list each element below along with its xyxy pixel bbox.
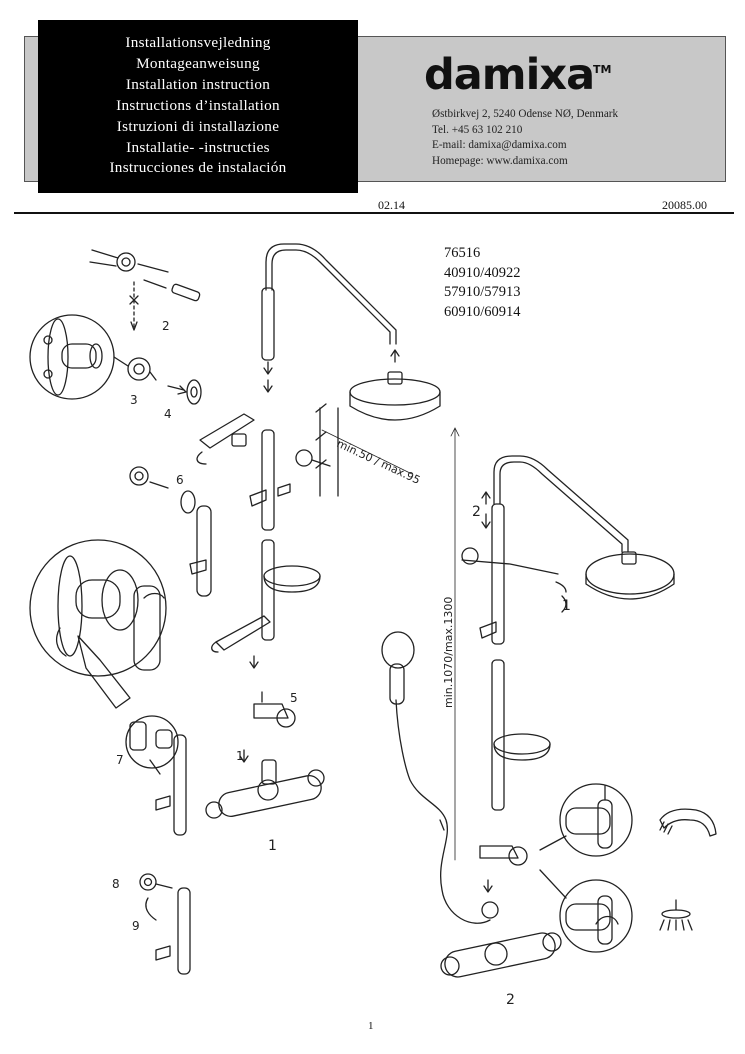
step-label: 9 bbox=[132, 919, 140, 933]
wall-thickness-dimension: min.50 / max.95 bbox=[335, 437, 422, 487]
overhead-shower-head-1 bbox=[349, 349, 441, 421]
step-label: 2 bbox=[162, 319, 170, 333]
date-code: 02.14 bbox=[378, 198, 405, 212]
height-dimension: min.1070/max.1300 bbox=[442, 597, 455, 708]
assembly-label: 2 bbox=[506, 992, 515, 1008]
page-number: 1 bbox=[368, 1020, 374, 1032]
title-line: Installation instruction bbox=[125, 75, 271, 93]
model-list: 76516 40910/40922 57910/57913 60910/6091… bbox=[444, 244, 521, 322]
step-label: 3 bbox=[130, 393, 138, 407]
header-rule bbox=[14, 212, 734, 214]
title-line: Montageanweisung bbox=[136, 54, 260, 72]
contact-homepage: Homepage: www.damixa.com bbox=[432, 154, 568, 167]
shower-column-1 bbox=[205, 243, 413, 819]
model-number: 60910/60914 bbox=[444, 303, 521, 320]
detail-circle-overhead-mode bbox=[539, 869, 633, 953]
step-label: 4 bbox=[164, 407, 172, 421]
wall-bracket-step-6 bbox=[129, 466, 212, 597]
detail-circle-handshower-mode bbox=[539, 783, 633, 857]
handshower-mode-icon bbox=[659, 808, 717, 837]
wall-bracket-step-2 bbox=[89, 249, 201, 331]
title-line: Instructions d’installation bbox=[116, 96, 280, 114]
title-line: Installationsvejledning bbox=[125, 34, 271, 51]
title-box: Installationsvejledning Montageanweisung… bbox=[38, 20, 358, 193]
contact-block: Østbirkvej 2, 5240 Odense NØ, Denmark Te… bbox=[432, 107, 618, 169]
brand-logo: damixa bbox=[424, 50, 595, 100]
contact-address: Østbirkvej 2, 5240 Odense NØ, Denmark bbox=[432, 108, 619, 120]
step-label: 2 bbox=[472, 504, 481, 520]
contact-phone: Tel. +45 63 102 210 bbox=[432, 123, 523, 136]
title-line: Installatie- -instructies bbox=[126, 138, 270, 156]
model-number: 57910/57913 bbox=[444, 284, 521, 300]
model-number: 40910/40922 bbox=[444, 264, 521, 281]
title-line: Instrucciones de instalación bbox=[109, 159, 287, 177]
overhead-shower-head-2 bbox=[585, 551, 675, 600]
detail-circle-tightening bbox=[29, 539, 167, 709]
brand-trademark: TM bbox=[593, 63, 612, 76]
step-label: 5 bbox=[290, 691, 298, 705]
assembly-step-7 bbox=[125, 715, 187, 836]
step-label: 7 bbox=[116, 753, 124, 767]
assembly-label: 1 bbox=[268, 838, 277, 854]
step-label: 6 bbox=[176, 473, 184, 487]
title-line: Istruzioni di installazione bbox=[116, 117, 280, 135]
contact-email: E-mail: damixa@damixa.com bbox=[432, 139, 567, 151]
document-number: 20085.00 bbox=[662, 198, 707, 212]
model-number: 76516 bbox=[444, 245, 481, 261]
handshower-slide-holder bbox=[196, 413, 255, 465]
shower-column-2 bbox=[381, 427, 629, 978]
assembly-step-8-9 bbox=[139, 873, 191, 975]
detail-circle-step-3 bbox=[29, 314, 157, 400]
step-label: 1 bbox=[236, 749, 244, 763]
rosette-step-4 bbox=[167, 379, 202, 405]
step-label: 8 bbox=[112, 877, 120, 891]
step-label: 1 bbox=[562, 598, 571, 614]
overhead-mode-icon bbox=[659, 899, 693, 931]
